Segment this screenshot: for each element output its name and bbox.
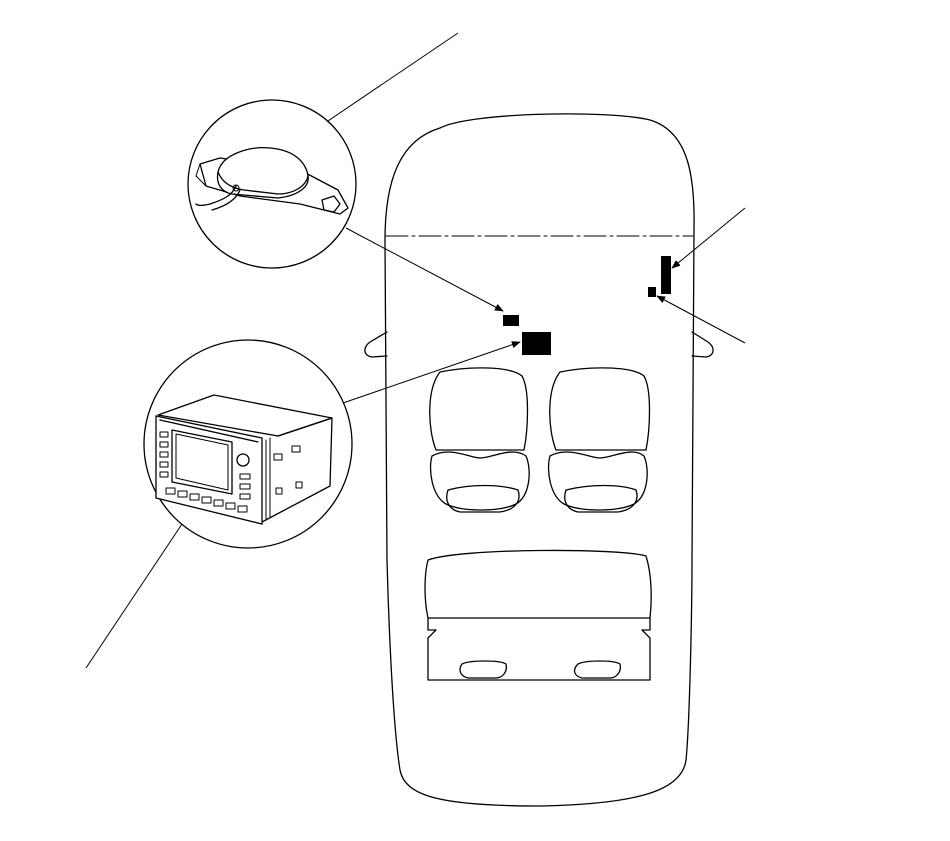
right-component-callout-line-lower bbox=[656, 295, 746, 344]
left-mirror bbox=[364, 331, 388, 358]
right-component-marker-tall bbox=[661, 256, 671, 294]
navigation-unit-callout-line bbox=[85, 502, 197, 669]
car-body bbox=[384, 113, 695, 807]
navigation-unit-location-line bbox=[342, 341, 521, 404]
car-outline bbox=[364, 113, 714, 807]
navigation-unit-detail bbox=[143, 339, 353, 549]
navigation-unit-marker bbox=[522, 332, 551, 355]
right-component-marker-small bbox=[648, 287, 656, 297]
gps-antenna-marker bbox=[503, 315, 519, 326]
gps-antenna-icon bbox=[195, 147, 349, 215]
gps-antenna-location-line bbox=[345, 227, 504, 312]
right-mirror bbox=[691, 331, 714, 358]
rear-seat bbox=[424, 549, 652, 681]
right-component-callout-line-upper bbox=[671, 207, 746, 269]
navigation-unit-icon bbox=[155, 394, 333, 525]
front-right-seat bbox=[547, 367, 651, 513]
gps-antenna-detail bbox=[187, 99, 357, 269]
front-left-seat bbox=[429, 367, 530, 513]
